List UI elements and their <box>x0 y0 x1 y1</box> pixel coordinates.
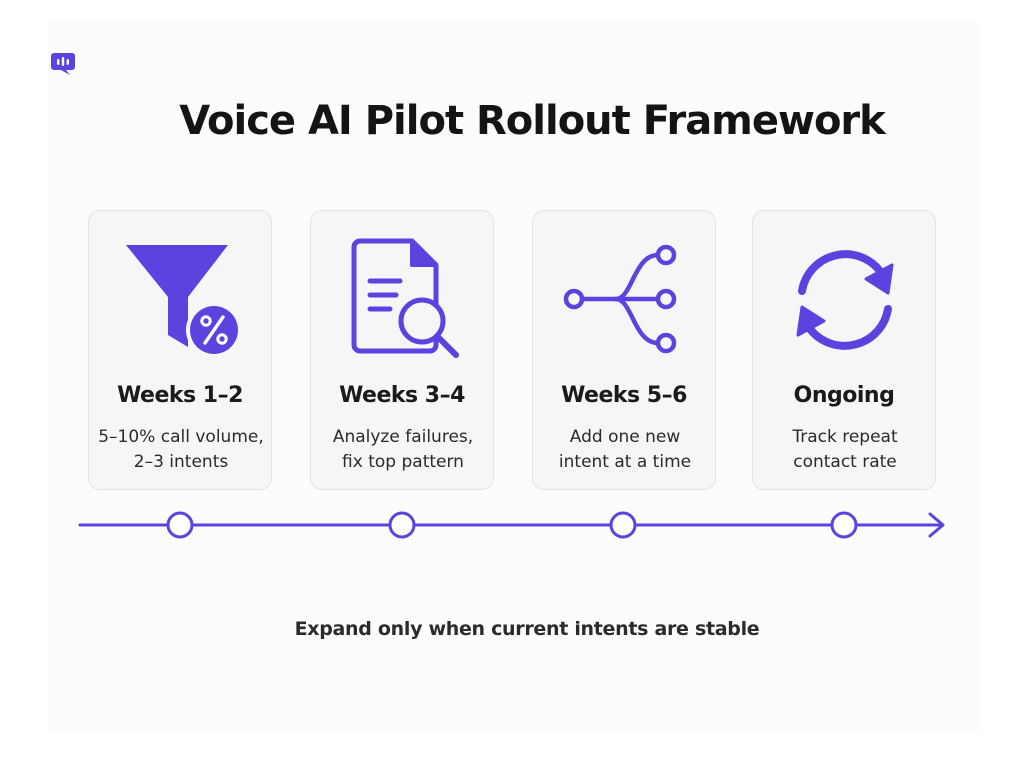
step-description-line: contact rate <box>793 452 897 472</box>
step-phase: Weeks 5–6 <box>561 383 687 408</box>
step-description-line: Analyze failures, <box>332 427 474 447</box>
funnel-percent-icon <box>126 245 242 358</box>
step-card-4: Ongoing Track repeat contact rate <box>752 210 936 490</box>
step-description: Analyze failures, fix top pattern <box>317 425 489 475</box>
step-description-line: Add one new <box>569 427 681 447</box>
branch-network-icon <box>563 244 677 354</box>
chat-bubble-waveform-icon <box>51 53 75 75</box>
step-description-line: 5–10% call volume, <box>98 427 264 447</box>
step-card-2: Weeks 3–4 Analyze failures, fix top patt… <box>310 210 494 490</box>
step-phase: Weeks 1–2 <box>117 383 243 408</box>
step-description: Add one new intent at a time <box>539 425 711 475</box>
footer-note: Expand only when current intents are sta… <box>294 618 760 640</box>
step-description-line: intent at a time <box>558 452 692 472</box>
step-description-line: Track repeat <box>792 427 898 447</box>
step-phase: Ongoing <box>793 383 895 408</box>
step-card-3: Weeks 5–6 Add one new intent at a time <box>532 210 716 490</box>
document-magnifier-icon <box>351 238 459 358</box>
step-phase: Weeks 3–4 <box>339 383 465 408</box>
step-card-1: Weeks 1–2 5–10% call volume, 2–3 intents <box>88 210 272 490</box>
page-title: Voice AI Pilot Rollout Framework <box>179 98 886 144</box>
step-description-line: fix top pattern <box>342 452 464 472</box>
refresh-cycle-icon <box>796 250 894 350</box>
step-description-line: 2–3 intents <box>133 452 229 472</box>
step-description: 5–10% call volume, 2–3 intents <box>95 425 267 475</box>
step-description: Track repeat contact rate <box>759 425 931 475</box>
